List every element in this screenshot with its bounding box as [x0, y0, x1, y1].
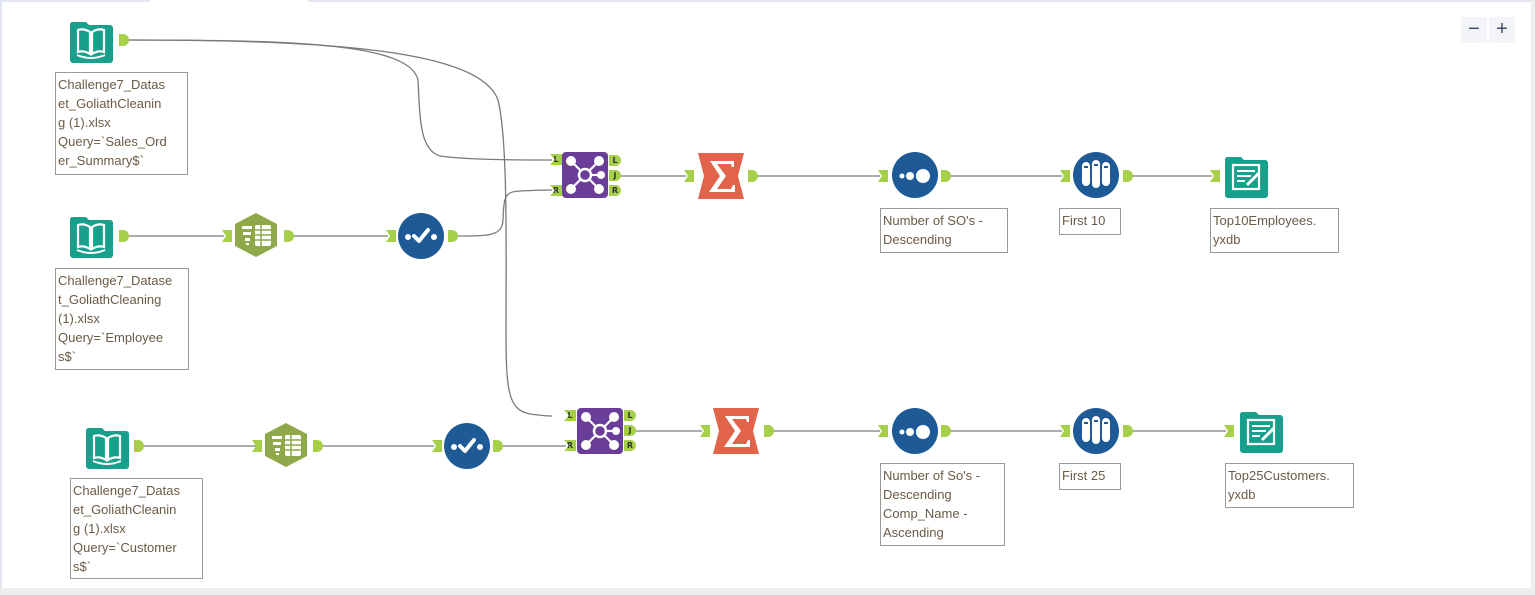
- input-anchor[interactable]: [1060, 170, 1070, 182]
- book-icon: [69, 217, 113, 258]
- input-anchor[interactable]: [700, 425, 710, 437]
- join-input-anchor-left[interactable]: L: [564, 410, 576, 421]
- book-icon: [69, 22, 113, 63]
- output-anchor[interactable]: [748, 170, 758, 182]
- output-data-tool-employees[interactable]: [1223, 153, 1269, 199]
- output-data-tool-customers[interactable]: [1238, 408, 1284, 454]
- zoom-in-button[interactable]: +: [1489, 17, 1515, 43]
- input-anchor[interactable]: [432, 440, 442, 452]
- input-anchor[interactable]: [222, 230, 232, 242]
- join-output-anchor-join[interactable]: J: [609, 170, 621, 181]
- join-input-anchor-right[interactable]: R: [564, 440, 576, 451]
- connection-wire: [455, 189, 553, 237]
- output-file-icon: [1224, 157, 1268, 198]
- tool-annotation: Challenge7_Datas et_GoliathCleanin g (1)…: [55, 72, 188, 175]
- join-tool-employees[interactable]: [562, 152, 608, 198]
- output-anchor[interactable]: [119, 34, 129, 46]
- join-network-icon: [562, 152, 608, 198]
- canvas-border: [308, 0, 1535, 2]
- output-file-icon: [1239, 412, 1283, 453]
- input-anchor[interactable]: [386, 230, 396, 242]
- input-data-tool-sales[interactable]: [68, 18, 114, 64]
- output-anchor[interactable]: [119, 230, 129, 242]
- input-anchor[interactable]: [1224, 425, 1234, 437]
- input-anchor[interactable]: [1210, 170, 1220, 182]
- output-anchor[interactable]: [1123, 425, 1133, 437]
- data-cleansing-tool-employees[interactable]: [398, 213, 444, 259]
- output-anchor[interactable]: [448, 230, 458, 242]
- select-tool-customers[interactable]: [263, 422, 309, 468]
- tool-annotation: Number of So's - Descending Comp_Name - …: [880, 463, 1005, 546]
- join-output-anchor-left[interactable]: L: [624, 410, 636, 421]
- data-cleansing-tool-customers[interactable]: [444, 423, 490, 469]
- tool-annotation: Top25Customers. yxdb: [1225, 463, 1354, 508]
- book-icon: [85, 428, 129, 469]
- input-anchor[interactable]: [878, 425, 888, 437]
- output-anchor[interactable]: [284, 230, 294, 242]
- join-input-anchor-right[interactable]: R: [550, 185, 562, 196]
- join-network-icon: [577, 408, 623, 454]
- join-output-anchor-join[interactable]: J: [624, 425, 636, 436]
- check-dots-icon: [444, 423, 490, 469]
- canvas-border: [0, 0, 2, 595]
- sigma-icon: [698, 153, 744, 199]
- sort-tool-employees[interactable]: [892, 152, 938, 198]
- output-anchor[interactable]: [941, 425, 951, 437]
- test-tubes-icon: [1073, 408, 1119, 454]
- input-data-tool-customers[interactable]: [84, 424, 130, 470]
- zoom-out-button[interactable]: −: [1461, 17, 1487, 43]
- tool-annotation: Challenge7_Datase t_GoliathCleaning (1).…: [55, 268, 189, 370]
- check-dots-icon: [398, 213, 444, 259]
- sigma-icon: [713, 408, 759, 454]
- canvas-border: [0, 0, 150, 2]
- output-anchor[interactable]: [493, 440, 503, 452]
- sort-dots-icon: [892, 408, 938, 454]
- input-anchor[interactable]: [684, 170, 694, 182]
- tool-annotation: Number of SO's - Descending: [880, 208, 1008, 253]
- tool-annotation: First 10: [1059, 208, 1121, 235]
- output-anchor[interactable]: [1123, 170, 1133, 182]
- input-anchor[interactable]: [878, 170, 888, 182]
- output-anchor[interactable]: [134, 440, 144, 452]
- join-tool-customers[interactable]: [577, 408, 623, 454]
- vertical-scrollbar[interactable]: [1531, 0, 1535, 590]
- input-data-tool-employees[interactable]: [68, 213, 114, 259]
- select-columns-icon: [265, 423, 307, 467]
- input-anchor[interactable]: [252, 440, 262, 452]
- output-anchor[interactable]: [941, 170, 951, 182]
- sort-dots-icon: [892, 152, 938, 198]
- sample-tool-customers[interactable]: [1073, 408, 1119, 454]
- select-tool-employees[interactable]: [233, 212, 279, 258]
- connection-wire: [127, 39, 553, 161]
- join-input-anchor-left[interactable]: L: [550, 154, 562, 165]
- sample-tool-employees[interactable]: [1073, 152, 1119, 198]
- summarize-tool-customers[interactable]: [713, 408, 759, 454]
- join-output-anchor-left[interactable]: L: [609, 155, 621, 166]
- test-tubes-icon: [1073, 152, 1119, 198]
- horizontal-scrollbar[interactable]: [0, 588, 1535, 595]
- output-anchor[interactable]: [764, 425, 774, 437]
- connection-wire: [127, 39, 553, 417]
- output-anchor[interactable]: [313, 440, 323, 452]
- tool-annotation: Top10Employees. yxdb: [1210, 208, 1339, 253]
- input-anchor[interactable]: [1060, 425, 1070, 437]
- select-columns-icon: [235, 213, 277, 257]
- tool-annotation: Challenge7_Datas et_GoliathCleanin g (1)…: [70, 478, 203, 579]
- join-output-anchor-right[interactable]: R: [609, 185, 621, 196]
- summarize-tool-employees[interactable]: [698, 153, 744, 199]
- join-output-anchor-right[interactable]: R: [624, 440, 636, 451]
- tool-annotation: First 25: [1059, 463, 1121, 490]
- sort-tool-customers[interactable]: [892, 408, 938, 454]
